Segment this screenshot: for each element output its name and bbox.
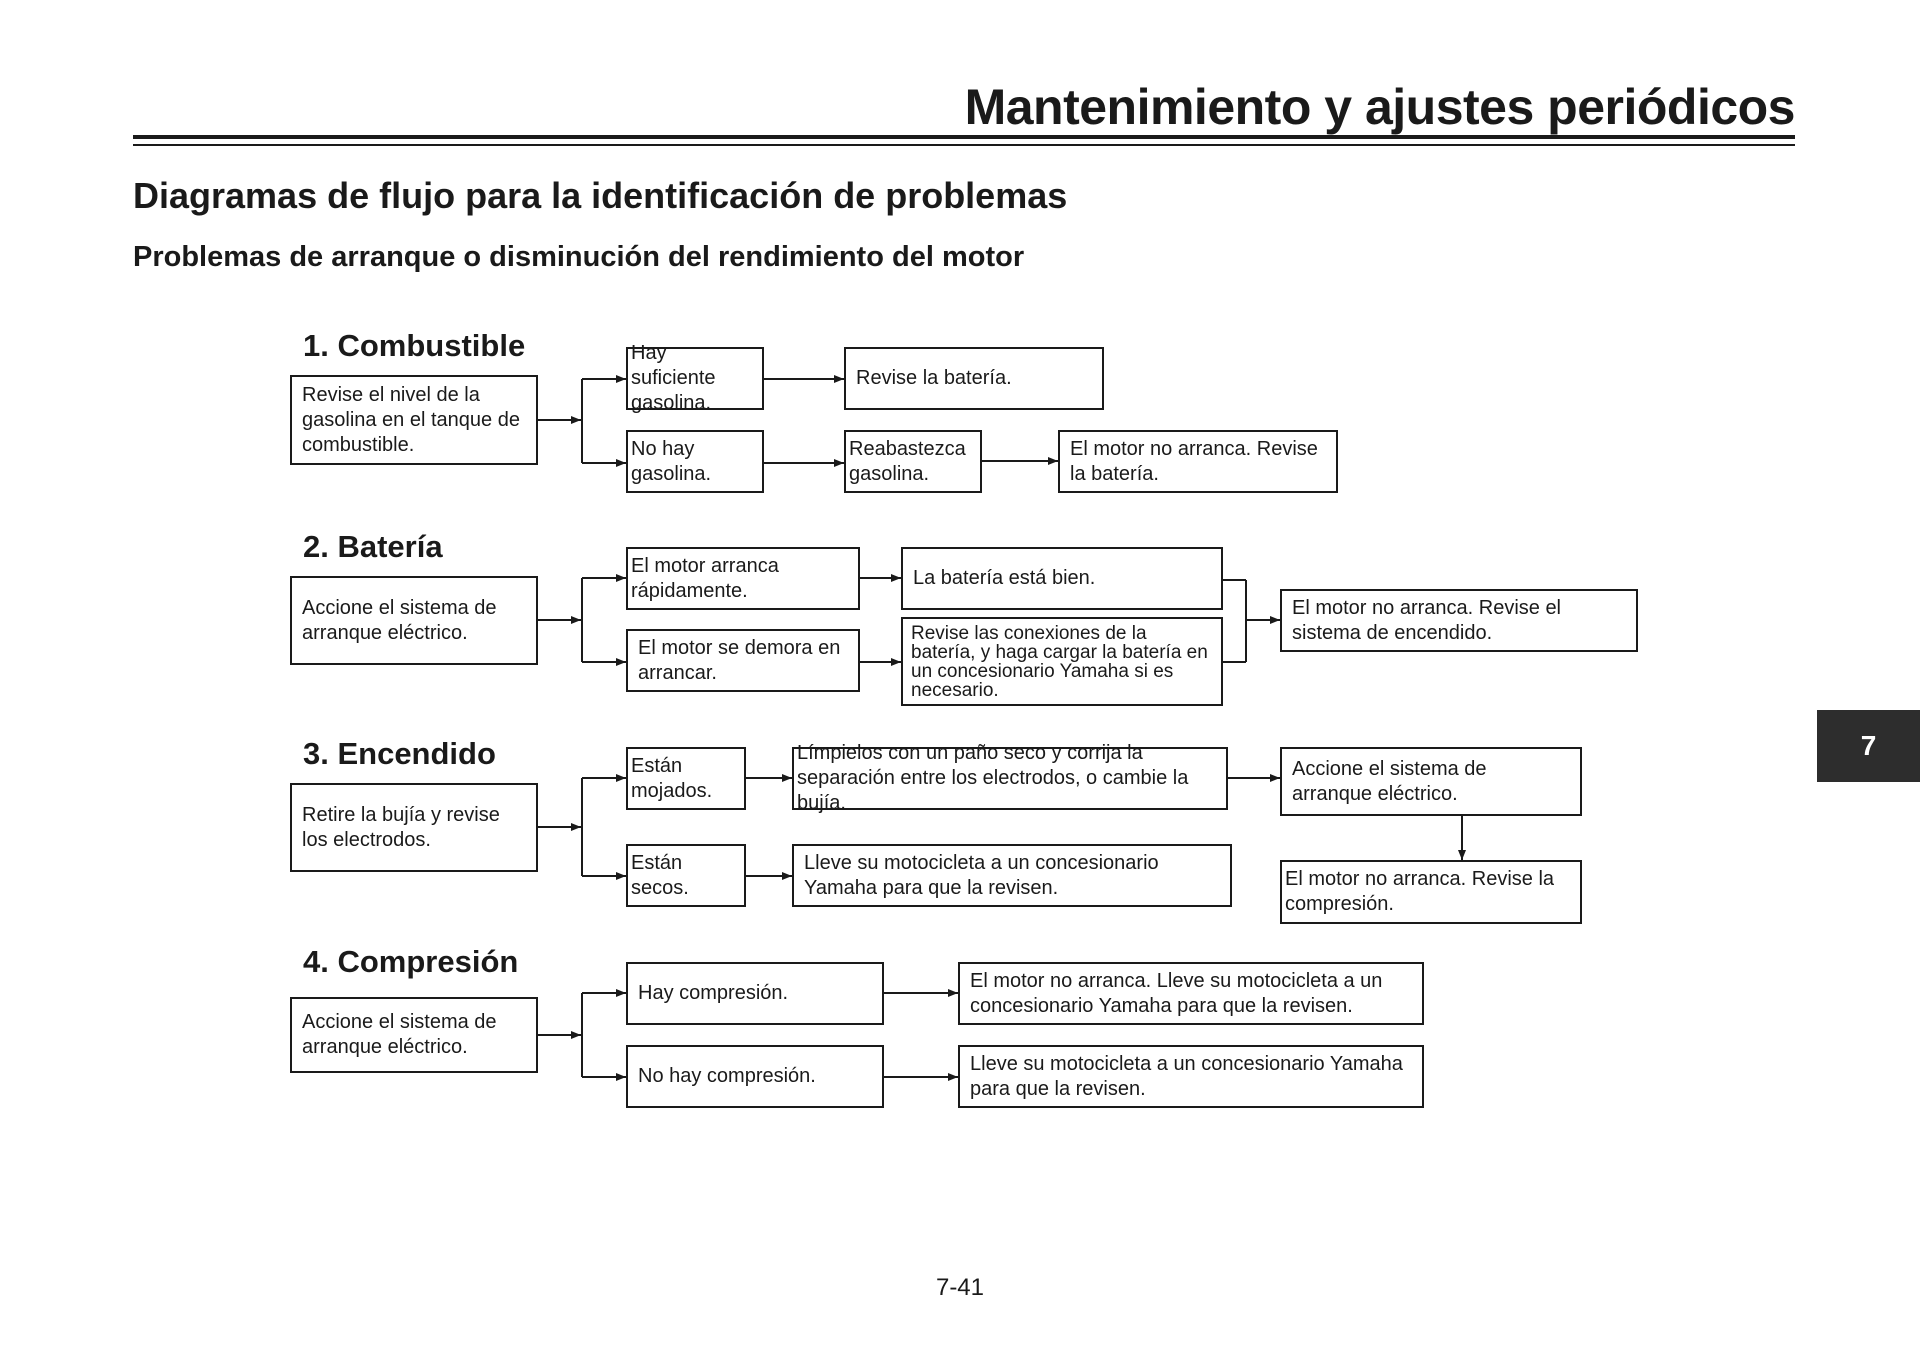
flow-box-text: No hay compresión.	[638, 1065, 816, 1087]
flow-box-condition: Están mojados.	[626, 747, 746, 810]
flow-box-text: Revise las conexiones de la batería, y h…	[911, 622, 1208, 701]
flow-box-step: Revise la batería.	[844, 347, 1104, 410]
flow-box-text: Accione el sistema de arranque eléctrico…	[302, 596, 497, 644]
flow-box-text: El motor no arranca. Lleve su motociclet…	[970, 969, 1383, 1017]
flow-box-condition: Están secos.	[626, 844, 746, 907]
flow-box-step: Lleve su motocicleta a un concesionario …	[792, 844, 1232, 907]
flow-box-condition: El motor arranca rápidamente.	[626, 547, 860, 610]
flow-box-condition: No hay compresión.	[626, 1045, 884, 1108]
header-rule-thin	[133, 144, 1795, 146]
flow-box-step: El motor no arranca. Revise la batería.	[1058, 430, 1338, 493]
group-heading-bateria: 2. Batería	[303, 529, 443, 564]
flow-box-text: El motor arranca rápidamente.	[631, 554, 779, 602]
flow-box-text: El motor no arranca. Revise la compresió…	[1285, 868, 1555, 915]
section-title: Diagramas de flujo para la identificació…	[133, 175, 1068, 216]
flow-box-condition: El motor se demora en arrancar.	[626, 629, 860, 692]
flow-box-step: La batería está bien.	[901, 547, 1223, 610]
flow-box-text: Lleve su motocicleta a un concesionario …	[970, 1052, 1403, 1100]
header-rule	[133, 135, 1795, 139]
flow-box-text: Reabastezca gasolina.	[849, 437, 966, 485]
page-header-title: Mantenimiento y ajustes periódicos	[964, 79, 1796, 135]
flow-box-text: Revise la batería.	[856, 367, 1012, 389]
flow-box-condition: Hay suficiente gasolina.	[626, 342, 764, 414]
flow-box-text: El motor no arranca. Revise la batería.	[1070, 437, 1318, 485]
flow-box-text: Límpielos con un paño seco y corrija la …	[797, 742, 1189, 814]
page-number: 7-41	[935, 1274, 985, 1301]
flow-box-text: Están mojados.	[631, 754, 713, 802]
flow-box-text: Hay suficiente gasolina.	[631, 342, 716, 414]
flow-box-text: El motor se demora en arrancar.	[638, 636, 841, 684]
group-heading-combustible: 1. Combustible	[303, 328, 526, 363]
flow-box-step: Lleve su motocicleta a un concesionario …	[958, 1045, 1424, 1108]
flow-box-text: Lleve su motocicleta a un concesionario …	[804, 851, 1159, 899]
flow-box-step: Reabastezca gasolina.	[844, 430, 982, 493]
flow-box-text: Accione el sistema de arranque eléctrico…	[302, 1011, 497, 1058]
flow-box-step: Revise las conexiones de la batería, y h…	[901, 617, 1223, 706]
flow-box-text: No hay gasolina.	[631, 437, 712, 485]
flow-box-start: Accione el sistema de arranque eléctrico…	[290, 576, 538, 665]
subsection-title: Problemas de arranque o disminución del …	[133, 241, 1025, 273]
flow-box-condition: No hay gasolina.	[626, 430, 764, 493]
group-heading-encendido: 3. Encendido	[303, 736, 496, 771]
flow-box-condition: Hay compresión.	[626, 962, 884, 1025]
group-heading-compresion: 4. Compresión	[303, 944, 519, 979]
flow-box-start: Revise el nivel de la gasolina en el tan…	[290, 375, 538, 465]
flow-box-start: Accione el sistema de arranque eléctrico…	[290, 997, 538, 1073]
flow-box-text: La batería está bien.	[913, 567, 1096, 589]
flow-box-step: El motor no arranca. Lleve su motociclet…	[958, 962, 1424, 1025]
flow-box-start: Retire la bujía y revise los electrodos.	[290, 783, 538, 872]
flow-box-step: Límpielos con un paño seco y corrija la …	[792, 742, 1228, 814]
flow-box-step: Accione el sistema de arranque eléctrico…	[1280, 747, 1582, 816]
chapter-tab: 7	[1817, 710, 1920, 782]
flow-box-text: Hay compresión.	[638, 982, 789, 1004]
flow-box-text: Retire la bujía y revise los electrodos.	[302, 803, 500, 851]
flow-box-result: El motor no arranca. Revise el sistema d…	[1280, 589, 1638, 652]
flow-box-text: Están secos.	[631, 851, 689, 899]
flow-box-text: El motor no arranca. Revise el sistema d…	[1292, 596, 1562, 644]
flow-box-result: El motor no arranca. Revise la compresió…	[1280, 860, 1582, 924]
flow-box-text: Revise el nivel de la gasolina en el tan…	[302, 383, 520, 456]
flow-box-text: Accione el sistema de arranque eléctrico…	[1292, 757, 1487, 805]
